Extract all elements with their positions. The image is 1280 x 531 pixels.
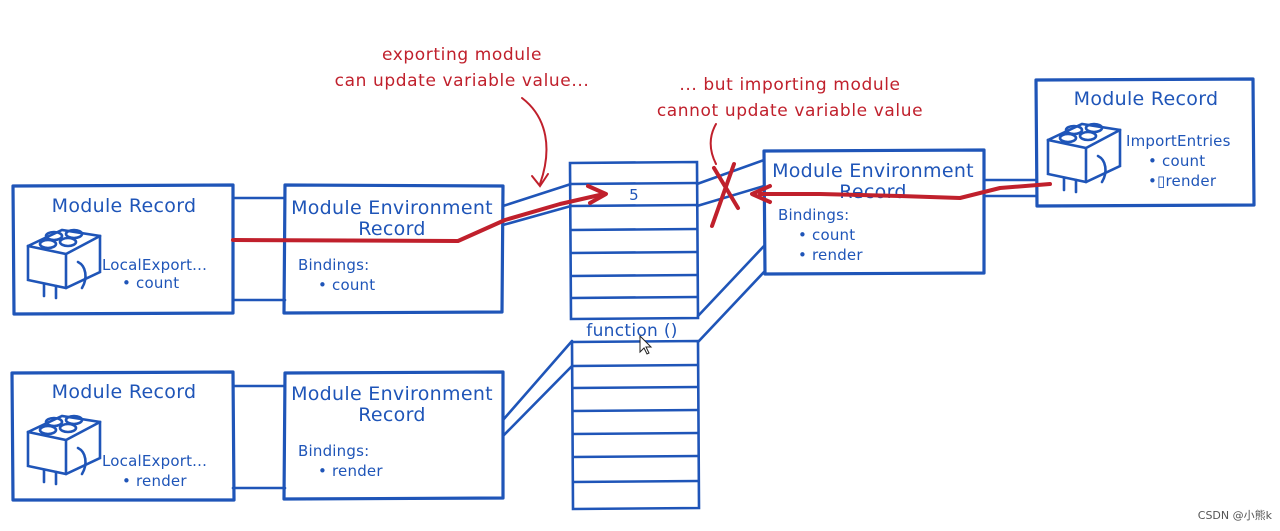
watermark: CSDN @小熊k — [1197, 509, 1272, 522]
memory-value-cell: 5 — [629, 186, 639, 204]
environment-record-title-line2: Record — [358, 218, 425, 240]
binding-entry: • count — [318, 276, 375, 294]
bindings-label: Bindings: — [298, 256, 369, 274]
exporting-annotation-line1: exporting module — [382, 45, 542, 65]
connector — [696, 270, 766, 344]
binding-entry: • render — [318, 462, 383, 480]
module-record-title: Module Record — [1074, 88, 1219, 110]
memory-column — [568, 160, 701, 511]
module-record-count: Module Record LocalExport... • count — [11, 183, 235, 316]
module-record-render: Module Record LocalExport... • render — [10, 370, 236, 502]
module-record-title: Module Record — [52, 195, 197, 217]
lego-brick-icon — [1046, 122, 1122, 194]
import-entries-label: ImportEntries — [1126, 132, 1231, 150]
export-update-arrow — [231, 192, 606, 243]
lego-brick-icon — [26, 228, 102, 300]
connector — [501, 339, 574, 422]
importing-annotation-line1: ... but importing module — [679, 75, 900, 95]
local-export-label: LocalExport... — [102, 256, 207, 274]
connector — [696, 244, 766, 318]
environment-record-importer: Module Environment Record Bindings: • co… — [762, 148, 986, 276]
module-record-importer: Module Record ImportEntries • count •▯re… — [1034, 77, 1256, 208]
importing-annotation-arrow — [709, 123, 717, 165]
bindings-label: Bindings: — [298, 442, 369, 460]
local-export-entry: • render — [122, 472, 187, 490]
exporting-annotation-arrowhead — [531, 173, 549, 188]
importing-annotation-line2: cannot update variable value — [657, 101, 923, 121]
memory-function-cell: function () — [586, 321, 677, 341]
environment-record-title-line1: Module Environment — [772, 160, 974, 182]
connector — [501, 182, 573, 208]
environment-record-title-line1: Module Environment — [291, 383, 493, 405]
lego-brick-icon — [26, 414, 102, 486]
connector — [501, 204, 573, 227]
environment-record-title-line1: Module Environment — [291, 197, 493, 219]
export-update-arrowhead — [586, 184, 608, 205]
exporting-annotation-arrow — [521, 97, 548, 185]
import-read-arrow — [758, 182, 1052, 200]
local-export-label: LocalExport... — [102, 452, 207, 470]
binding-entry-render: • render — [798, 246, 863, 264]
connector — [501, 364, 574, 438]
environment-record-title-line2: Record — [839, 181, 906, 203]
import-read-arrowhead — [750, 184, 772, 204]
module-record-title: Module Record — [52, 381, 197, 403]
import-entry-render: •▯render — [1148, 172, 1217, 190]
environment-record-title-line2: Record — [358, 404, 425, 426]
bindings-label: Bindings: — [778, 206, 849, 224]
local-export-entry: • count — [122, 274, 179, 292]
exporting-annotation-line2: can update variable value... — [335, 71, 590, 91]
environment-record-render: Module Environment Record Bindings: • re… — [282, 370, 505, 501]
binding-entry-count: • count — [798, 226, 855, 244]
mouse-cursor-icon — [639, 334, 653, 355]
environment-record-count: Module Environment Record Bindings: • co… — [282, 183, 505, 315]
blocked-write-cross-icon — [710, 162, 736, 228]
import-entry-count: • count — [1148, 152, 1205, 170]
